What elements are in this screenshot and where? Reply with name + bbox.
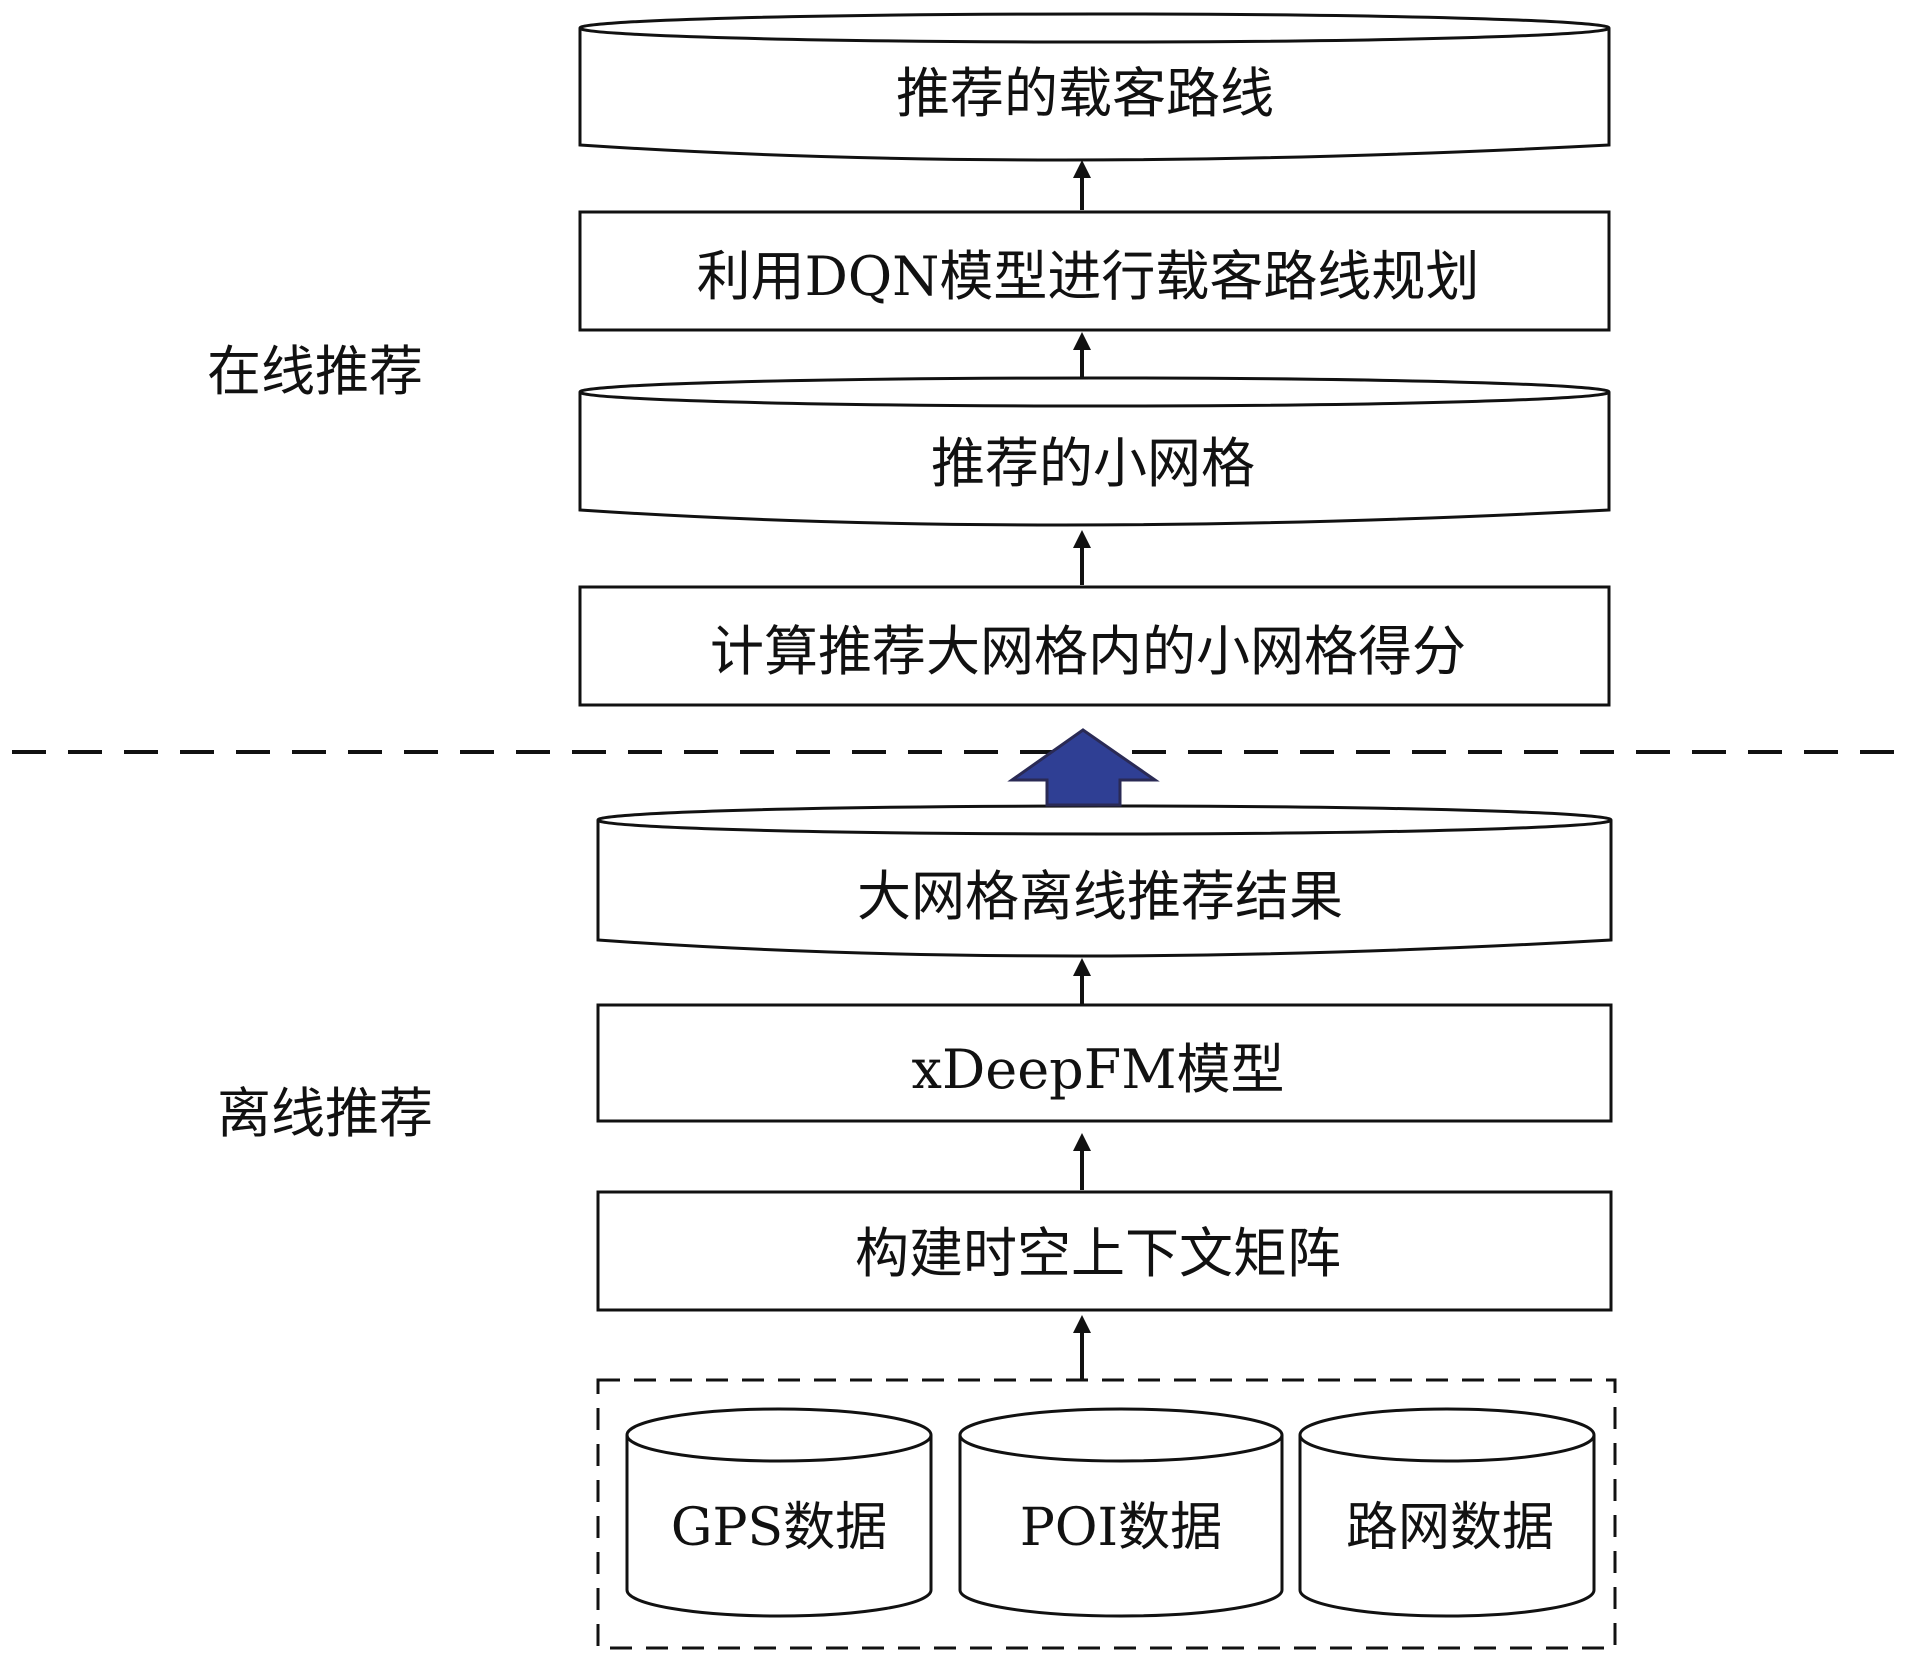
gps-data-cylinder: GPS数据 — [625, 1407, 933, 1618]
road-network-data-cylinder: 路网数据 — [1298, 1407, 1596, 1618]
recommended-routes-node: 推荐的载客路线 — [578, 12, 1611, 162]
arrow-up-icon — [1073, 332, 1091, 378]
build-context-matrix-text: 构建时空上下文矩阵 — [855, 1222, 1341, 1285]
xdeepfm-model-text: xDeepFM模型 — [912, 1038, 1285, 1101]
compute-scores-text: 计算推荐大网格内的小网格得分 — [710, 620, 1466, 683]
recommended-routes-text: 推荐的载客路线 — [896, 62, 1274, 125]
poi-data-cylinder: POI数据 — [958, 1407, 1284, 1618]
build-context-matrix-node: 构建时空上下文矩阵 — [596, 1190, 1613, 1312]
large-grid-offline-results-node: 大网格离线推荐结果 — [596, 804, 1613, 958]
arrow-up-icon — [1073, 1315, 1091, 1380]
online-recommendation-label: 在线推荐 — [207, 340, 423, 403]
large-grid-offline-results-text: 大网格离线推荐结果 — [857, 865, 1343, 928]
recommended-small-grids-text: 推荐的小网格 — [931, 432, 1255, 495]
offline-recommendation-label: 离线推荐 — [217, 1082, 433, 1145]
recommended-small-grids-node: 推荐的小网格 — [578, 376, 1611, 527]
arrow-up-icon — [1073, 1133, 1091, 1190]
road-network-data-text: 路网数据 — [1346, 1498, 1554, 1558]
arrow-up-icon — [1073, 530, 1091, 585]
arrow-up-icon — [1073, 958, 1091, 1005]
compute-scores-node: 计算推荐大网格内的小网格得分 — [578, 585, 1611, 707]
xdeepfm-model-node: xDeepFM模型 — [596, 1003, 1613, 1123]
data-sources-group — [596, 1378, 1617, 1650]
poi-data-text: POI数据 — [1020, 1498, 1222, 1558]
dqn-planning-text: 利用DQN模型进行载客路线规划 — [697, 245, 1480, 308]
gps-data-text: GPS数据 — [671, 1498, 887, 1558]
dqn-planning-node: 利用DQN模型进行载客路线规划 — [578, 210, 1611, 332]
big-up-arrow-icon — [1007, 728, 1160, 807]
arrow-up-icon — [1073, 160, 1091, 210]
